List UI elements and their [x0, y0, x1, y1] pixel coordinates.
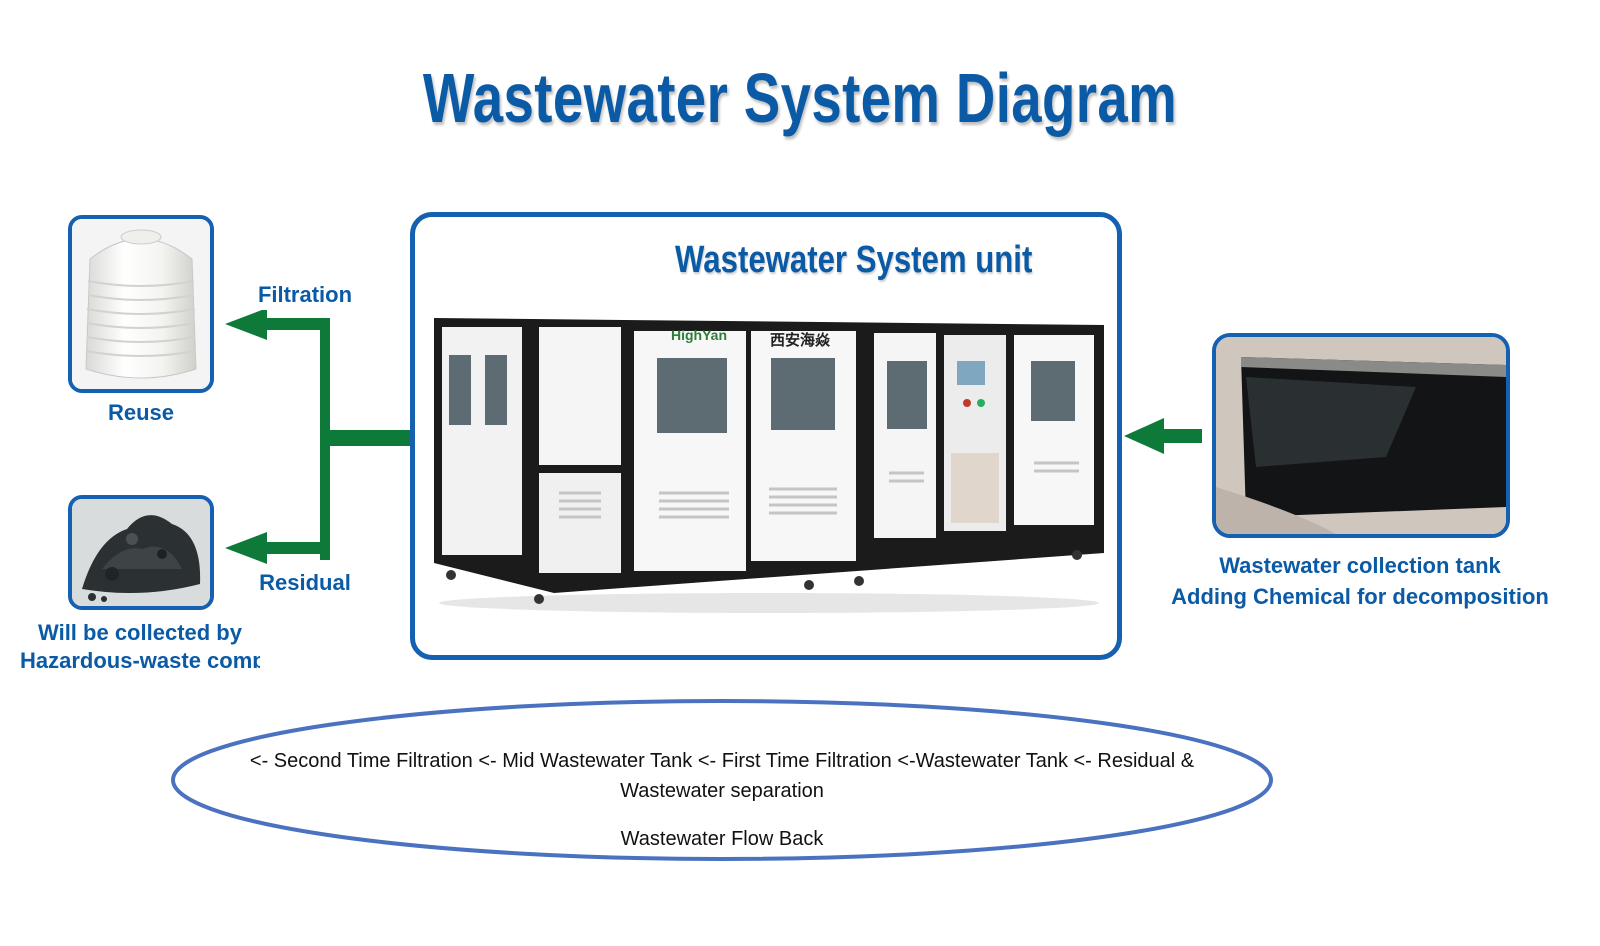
residual-label: Residual — [259, 570, 351, 595]
tank-photo-icon — [1216, 337, 1506, 534]
diagram-title: Wastewater System Diagram — [422, 59, 1178, 137]
machine-illustration — [434, 318, 1104, 613]
collection-label-line2: Adding Chemical for decomposition — [1171, 584, 1549, 609]
filtration-label: Filtration — [257, 282, 353, 307]
residual-sludge-image — [68, 495, 214, 610]
collection-tank-image — [1212, 333, 1510, 538]
split-arrow — [225, 310, 410, 564]
flow-back-label: Wastewater Flow Back — [620, 828, 824, 850]
input-arrow — [1124, 418, 1202, 454]
flow-back-ellipse — [171, 699, 1273, 861]
wastewater-unit-panel: Wastewater System unit — [410, 212, 1122, 660]
brand-logo: HighYan — [671, 327, 728, 343]
water-tank-icon — [72, 219, 210, 389]
flow-steps-line2: Wastewater separation — [620, 780, 824, 802]
brand-chinese: 西安海焱 — [770, 332, 831, 349]
reuse-label: Reuse — [107, 400, 175, 425]
collection-label-line1: Wastewater collection tank — [1219, 553, 1501, 578]
reuse-tank-image — [68, 215, 214, 393]
unit-title: Wastewater System unit — [675, 239, 1033, 281]
sludge-icon — [72, 499, 210, 606]
hazard-label-line2: Hazardous-waste company — [20, 648, 260, 668]
flow-steps-line1: <- Second Time Filtration <- Mid Wastewa… — [249, 750, 1195, 772]
hazard-label-line1: Will be collected by — [38, 620, 242, 645]
